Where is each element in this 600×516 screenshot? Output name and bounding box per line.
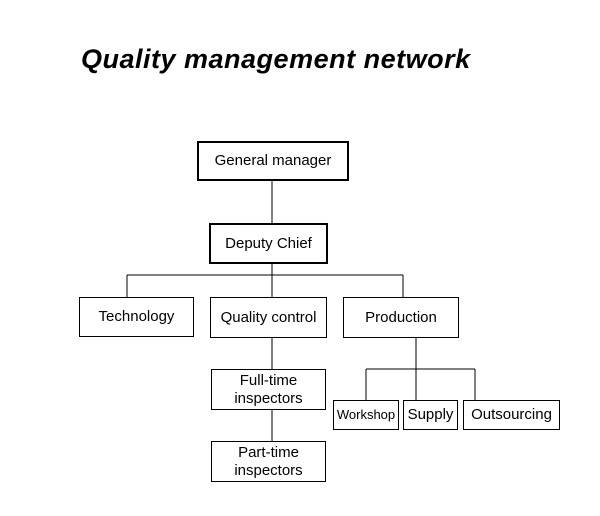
node-production: Production bbox=[343, 297, 459, 338]
node-general-manager: General manager bbox=[197, 141, 349, 181]
node-outsourcing: Outsourcing bbox=[463, 400, 560, 430]
node-deputy-chief: Deputy Chief bbox=[209, 223, 328, 264]
node-supply: Supply bbox=[403, 400, 458, 430]
diagram-title: Quality management network bbox=[81, 44, 471, 74]
node-full-time-inspectors: Full-time inspectors bbox=[211, 369, 326, 410]
node-quality-control: Quality control bbox=[210, 297, 327, 338]
node-part-time-inspectors: Part-time inspectors bbox=[211, 441, 326, 482]
node-technology: Technology bbox=[79, 297, 194, 337]
node-workshop: Workshop bbox=[333, 400, 399, 430]
